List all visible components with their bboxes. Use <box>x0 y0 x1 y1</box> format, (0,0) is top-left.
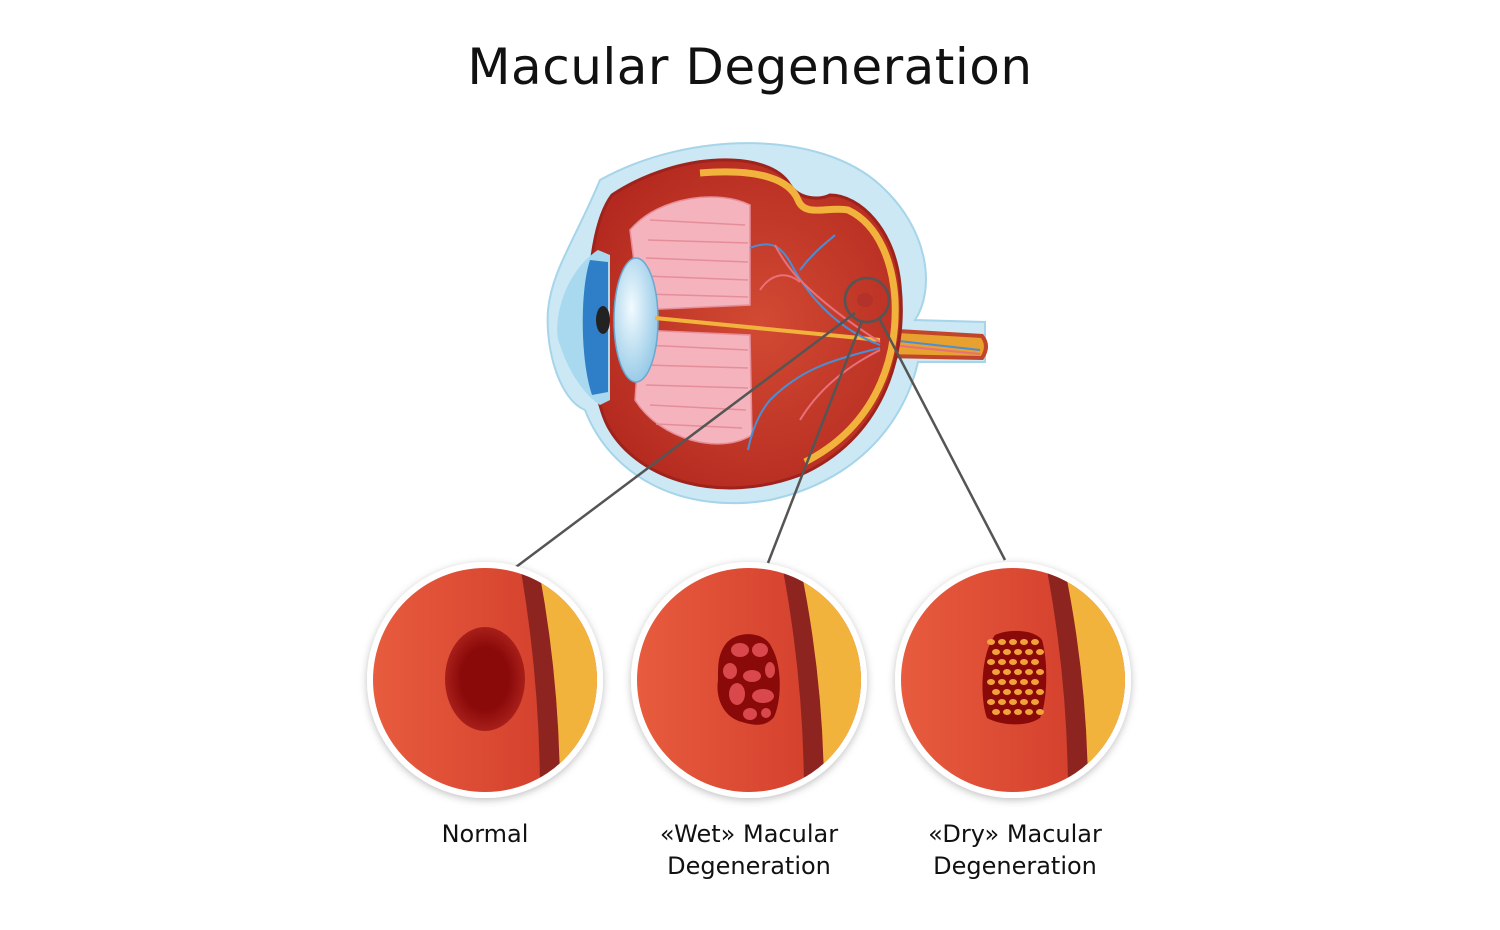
macula-normal <box>445 627 525 731</box>
eye-cross-section <box>546 142 988 505</box>
macula-spot <box>857 293 873 307</box>
drusen-dot <box>987 699 995 705</box>
drusen-dot <box>1020 699 1028 705</box>
drusen-dot <box>1003 669 1011 675</box>
caption-normal-line1: Normal <box>441 820 529 848</box>
caption-wet-line2: Degeneration <box>667 852 831 880</box>
drusen-dot <box>1009 699 1017 705</box>
iris <box>582 260 608 395</box>
caption-dry-line1: «Dry» Macular <box>928 820 1102 848</box>
drusen-dot <box>1014 689 1022 695</box>
drusen-dot <box>987 659 995 665</box>
leader-line-normal <box>515 311 856 569</box>
drusen-dot <box>987 639 995 645</box>
retinal-vessels <box>747 234 881 451</box>
drusen-dot <box>1025 689 1033 695</box>
sclera-band <box>699 168 899 466</box>
drusen-dot <box>1031 699 1039 705</box>
drusen-dot <box>987 679 995 685</box>
panel-wet <box>631 562 867 798</box>
lens <box>613 257 659 383</box>
drusen-dot <box>1014 709 1022 715</box>
drusen-dot <box>992 669 1000 675</box>
drusen-dot <box>1036 669 1044 675</box>
drusen-dot <box>1025 649 1033 655</box>
drusen-dot <box>992 649 1000 655</box>
caption-wet: «Wet» Macular Degeneration <box>619 818 879 882</box>
macula-highlight-ring <box>843 276 891 324</box>
panel-normal <box>367 562 603 798</box>
diagram-title: Macular Degeneration <box>467 38 1033 96</box>
wet-lesion-blobs <box>723 643 775 720</box>
drusen-dot <box>1009 679 1017 685</box>
drusen-dot <box>1020 639 1028 645</box>
caption-dry: «Dry» Macular Degeneration <box>885 818 1145 882</box>
drusen-dot <box>1036 689 1044 695</box>
drusen-dot <box>1025 669 1033 675</box>
caption-normal: Normal <box>355 818 615 850</box>
leader-line-wet <box>766 320 864 564</box>
caption-wet-line1: «Wet» Macular <box>659 820 839 848</box>
drusen-dot <box>1009 659 1017 665</box>
drusen-dot <box>992 709 1000 715</box>
drusen-dot <box>992 689 1000 695</box>
leader-lines <box>515 311 1007 569</box>
drusen-dot <box>1020 679 1028 685</box>
central-axis-line <box>654 316 881 342</box>
drusen-dot <box>1003 649 1011 655</box>
drusen-dot <box>998 679 1006 685</box>
drusen-dot <box>998 639 1006 645</box>
leader-line-dry <box>877 317 1007 561</box>
drusen-dot <box>998 659 1006 665</box>
drusen-dot <box>1020 659 1028 665</box>
drusen-dot <box>1014 669 1022 675</box>
drusen-dot <box>1025 709 1033 715</box>
caption-dry-line2: Degeneration <box>933 852 1097 880</box>
drusen-dot <box>1031 679 1039 685</box>
panel-dry <box>895 562 1131 798</box>
drusen-dot <box>1014 649 1022 655</box>
pupil <box>596 306 610 334</box>
drusen-dot <box>998 699 1006 705</box>
drusen-dot <box>1036 709 1044 715</box>
drusen-dot <box>1003 689 1011 695</box>
drusen-dot <box>1031 659 1039 665</box>
drusen-dot <box>1036 649 1044 655</box>
ciliary-body <box>629 196 753 445</box>
drusen-dot <box>1009 639 1017 645</box>
drusen-dot <box>1031 639 1039 645</box>
dry-lesion-drusen <box>987 639 1044 715</box>
drusen-dot <box>1003 709 1011 715</box>
